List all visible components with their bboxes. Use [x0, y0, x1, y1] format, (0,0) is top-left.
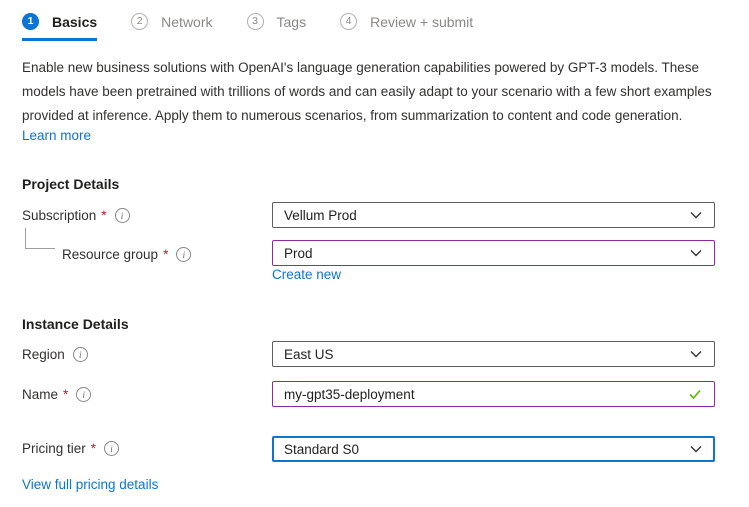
tab-tags[interactable]: 3 Tags — [246, 8, 307, 41]
project-details-heading: Project Details — [22, 176, 120, 192]
name-label: Name * i — [22, 387, 92, 402]
tab-network[interactable]: 2 Network — [131, 8, 213, 41]
name-input-container — [272, 381, 715, 407]
step-number-badge: 4 — [340, 13, 358, 30]
valid-check-icon — [689, 389, 701, 400]
wizard-tabs: 1 Basics 2 Network 3 Tags 4 Review + sub… — [22, 8, 507, 41]
required-asterisk: * — [63, 387, 69, 402]
info-icon[interactable]: i — [76, 387, 92, 402]
info-icon[interactable]: i — [114, 208, 130, 223]
resource-group-label: Resource group * i — [62, 247, 192, 262]
create-new-link[interactable]: Create new — [272, 267, 342, 282]
info-icon[interactable]: i — [104, 441, 120, 456]
info-icon[interactable]: i — [176, 247, 192, 262]
subscription-label: Subscription * i — [22, 208, 130, 223]
tab-review-submit[interactable]: 4 Review + submit — [340, 8, 473, 41]
subscription-dropdown[interactable]: Vellum Prod — [272, 202, 715, 228]
tab-label: Tags — [276, 13, 307, 30]
chevron-down-icon — [690, 351, 702, 358]
required-asterisk: * — [163, 247, 169, 262]
chevron-down-icon — [690, 446, 702, 453]
chevron-down-icon — [690, 212, 702, 219]
info-icon[interactable]: i — [72, 347, 88, 362]
resource-group-dropdown[interactable]: Prod — [272, 240, 715, 266]
tab-basics[interactable]: 1 Basics — [22, 8, 98, 41]
pricing-tier-label: Pricing tier * i — [22, 441, 120, 456]
tab-label: Review + submit — [370, 13, 474, 30]
instance-details-heading: Instance Details — [22, 316, 129, 332]
required-asterisk: * — [90, 441, 97, 456]
region-dropdown[interactable]: East US — [272, 341, 715, 367]
view-full-pricing-link[interactable]: View full pricing details — [22, 477, 159, 492]
parent-child-connector-line — [25, 228, 55, 249]
step-number-badge: 2 — [131, 13, 149, 30]
name-input[interactable] — [284, 386, 687, 402]
tab-label: Network — [161, 13, 213, 30]
required-asterisk: * — [101, 208, 107, 223]
step-number-badge: 3 — [246, 13, 264, 30]
learn-more-link[interactable]: Learn more — [22, 128, 92, 143]
chevron-down-icon — [690, 250, 702, 257]
step-number-badge: 1 — [22, 13, 39, 30]
region-label: Region i — [22, 347, 88, 362]
pricing-tier-dropdown[interactable]: Standard S0 — [272, 436, 715, 462]
service-description: Enable new business solutions with OpenA… — [22, 60, 712, 123]
tab-label: Basics — [52, 13, 98, 30]
